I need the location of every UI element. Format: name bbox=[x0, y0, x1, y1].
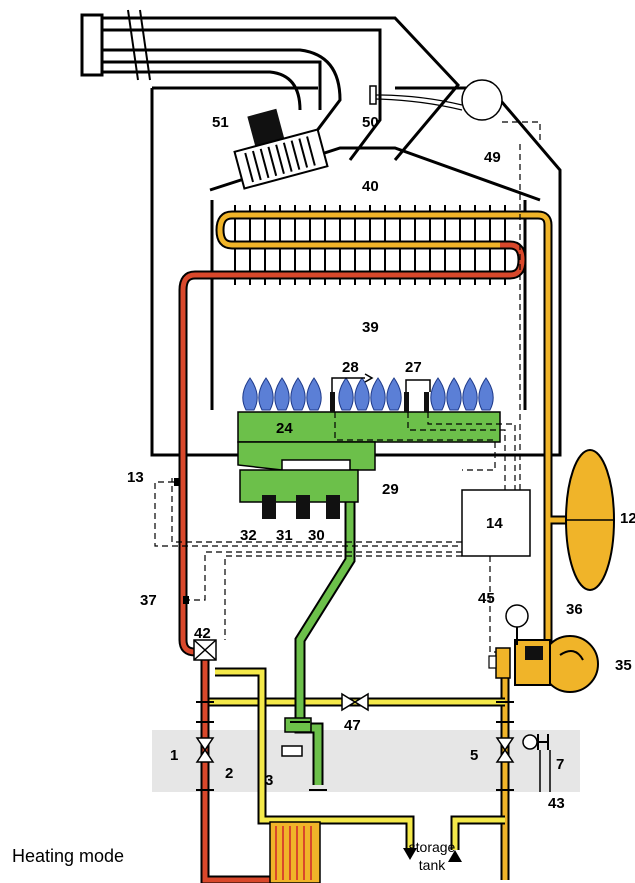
label-42: 42 bbox=[194, 625, 211, 642]
fan-51 bbox=[233, 108, 329, 190]
label-27: 27 bbox=[405, 359, 422, 376]
label-36: 36 bbox=[566, 601, 583, 618]
label-24: 24 bbox=[276, 420, 293, 437]
isolation-valve-5 bbox=[495, 737, 515, 763]
drain-43 bbox=[539, 750, 551, 792]
control-wiring bbox=[154, 140, 521, 653]
label-3: 3 bbox=[265, 772, 273, 789]
label-40: 40 bbox=[362, 178, 379, 195]
sensor-13 bbox=[174, 478, 180, 486]
control-box-14 bbox=[461, 489, 531, 557]
component-36 bbox=[525, 646, 543, 660]
dhw-pipe-from-tank bbox=[450, 815, 505, 850]
label-12: 12 bbox=[620, 510, 635, 527]
label-1: 1 bbox=[170, 747, 178, 764]
electrodes bbox=[330, 392, 429, 412]
label-51: 51 bbox=[212, 114, 229, 131]
label-29: 29 bbox=[382, 481, 399, 498]
label-39: 39 bbox=[362, 319, 379, 336]
isolation-valve-1 bbox=[195, 737, 215, 763]
storage-tank-label-line1: storage bbox=[409, 839, 456, 855]
flow-switch-45 bbox=[495, 647, 511, 679]
bypass-valve-47 bbox=[341, 692, 369, 712]
sensor-37 bbox=[183, 596, 189, 604]
label-13: 13 bbox=[127, 469, 144, 486]
pressure-gauge bbox=[505, 604, 529, 628]
label-43: 43 bbox=[548, 795, 565, 812]
label-14: 14 bbox=[486, 515, 503, 532]
label-49: 49 bbox=[484, 149, 501, 166]
label-47: 47 bbox=[344, 717, 361, 734]
label-35: 35 bbox=[615, 657, 632, 674]
burner-flames bbox=[242, 377, 494, 411]
pressure-switch-49 bbox=[461, 79, 503, 121]
label-7: 7 bbox=[556, 756, 564, 773]
storage-tank-label-line2: tank bbox=[419, 857, 446, 873]
storage-tank-coil bbox=[269, 821, 321, 883]
flue-pipes bbox=[80, 9, 461, 161]
solenoids bbox=[262, 495, 340, 519]
label-37: 37 bbox=[140, 592, 157, 609]
caption-heating-mode: Heating mode bbox=[12, 846, 124, 866]
connection-band bbox=[152, 730, 580, 792]
label-32: 32 bbox=[240, 527, 257, 544]
label-50: 50 bbox=[362, 114, 379, 131]
label-30: 30 bbox=[308, 527, 325, 544]
burner-24 bbox=[237, 411, 501, 471]
diverter-valve-42 bbox=[193, 639, 217, 661]
safety-valve-7 bbox=[522, 734, 549, 750]
label-2: 2 bbox=[225, 765, 233, 782]
label-31: 31 bbox=[276, 527, 293, 544]
sensor-50 bbox=[369, 85, 377, 105]
label-28: 28 bbox=[342, 359, 359, 376]
label-45: 45 bbox=[478, 590, 495, 607]
label-5: 5 bbox=[470, 747, 478, 764]
